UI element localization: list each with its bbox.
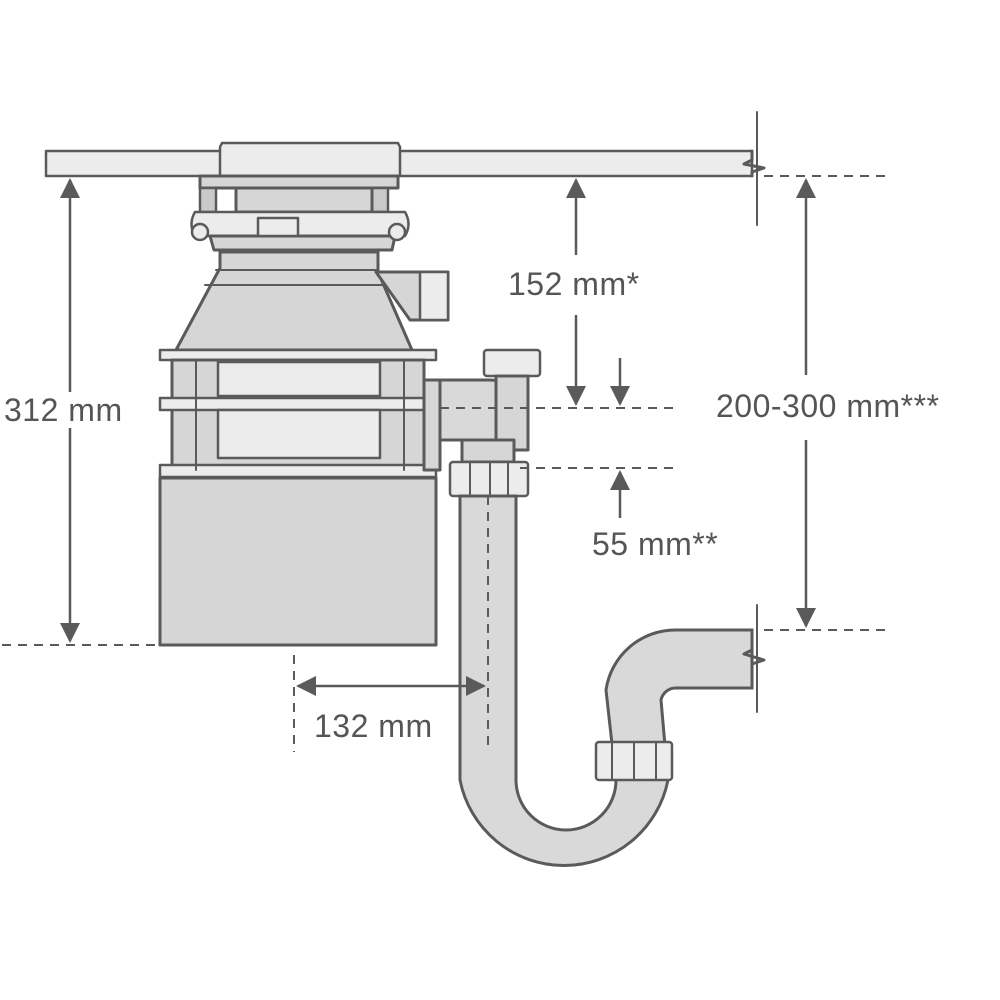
trap-drop-label: 200-300 mm*** bbox=[716, 388, 940, 424]
height-total-label: 312 mm bbox=[4, 392, 123, 428]
disposer-housing bbox=[158, 250, 450, 647]
sink-flange bbox=[218, 141, 402, 178]
reference-lines bbox=[2, 175, 885, 752]
discharge-pipe bbox=[438, 348, 766, 867]
mounting-assembly bbox=[190, 174, 410, 252]
sink-to-inlet-label: 152 mm* bbox=[508, 266, 640, 302]
center-offset-label: 132 mm bbox=[314, 708, 433, 744]
countertop bbox=[44, 111, 766, 226]
inlet-to-outlet-label: 55 mm** bbox=[592, 526, 719, 562]
